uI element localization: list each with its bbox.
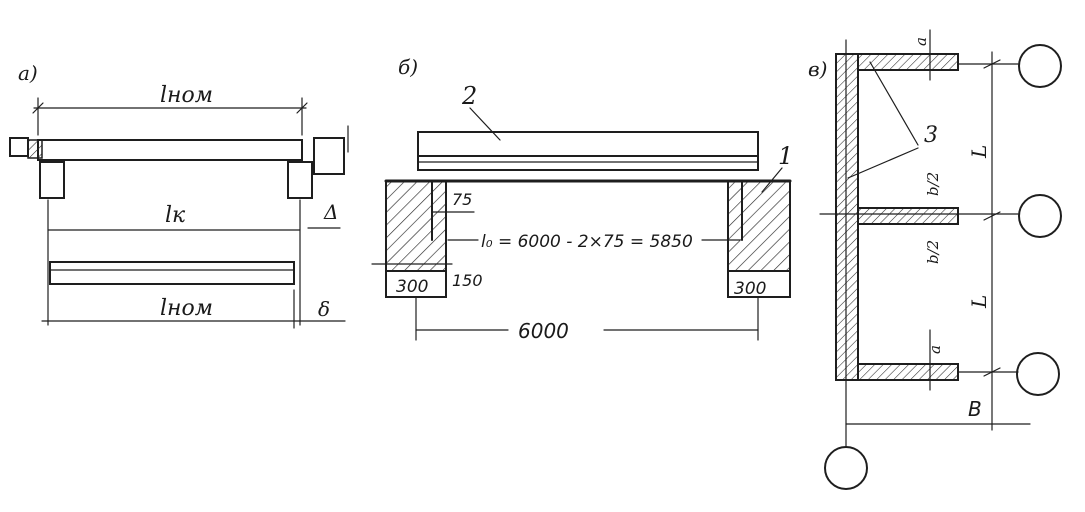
label-l-nom-bottom: lном [160,296,213,321]
label-delta: Δ [323,200,338,224]
tick-L-mid [983,211,1001,221]
support-right-block [313,137,345,175]
support-right-hatched [727,180,791,272]
support-right-base [727,270,791,298]
panel-b: б) 2 1 300 300 75 l₀ = 6000 - 2×75 = 585… [371,55,793,343]
panel-c: в) 3 a b/2 b/2 a L L [808,29,1062,490]
panel-c-label: в) [808,57,827,81]
label-b-half-bottom: b/2 [924,240,942,264]
label-150: 150 [452,271,483,290]
leader-3a [869,61,919,146]
support-left-cap [27,139,43,159]
callout-2: 2 [461,82,477,110]
label-6000: 6000 [518,319,569,343]
label-L-top: L [967,145,991,159]
callout-1: 1 [778,142,793,170]
support-left-hatched [385,180,447,272]
support-left-wall [39,161,65,199]
tick-right-top [296,102,308,114]
axis-marker-vertical [824,446,868,490]
beam-bottom [49,261,295,285]
label-small-delta: δ [318,297,330,321]
label-l-nom-top: lном [160,83,213,108]
panel-b-label: б) [398,55,418,79]
wall-vertical [835,53,859,381]
label-75: 75 [452,190,472,209]
flange-top [857,53,959,71]
axis-marker-top [1018,44,1062,88]
formula-l0: l₀ = 6000 - 2×75 = 5850 [481,232,693,252]
label-B: B [968,397,982,421]
support-right-wall [287,161,313,199]
label-L-bottom: L [967,295,991,309]
leader-3b [847,147,919,179]
slab-2-lower [417,155,759,171]
axis-marker-bottom [1016,352,1060,396]
label-b-half-top: b/2 [924,172,942,196]
panel-a-label: а) [18,61,38,85]
slab-2 [417,131,759,157]
panel-a: а) lном Δ lк lном δ [9,61,349,329]
axis-marker-middle [1018,194,1062,238]
label-300-left: 300 [396,277,428,297]
label-l-k: lк [165,203,186,228]
flange-middle [857,207,959,225]
label-a-bottom: a [926,345,944,354]
callout-3: 3 [924,123,938,148]
leader-2 [469,107,501,141]
flange-bottom [857,363,959,381]
beam-top [37,139,303,161]
label-a-top: a [912,37,930,46]
support-left-outer [9,137,29,157]
label-300-right: 300 [734,279,766,299]
tick-left-top [32,102,44,114]
